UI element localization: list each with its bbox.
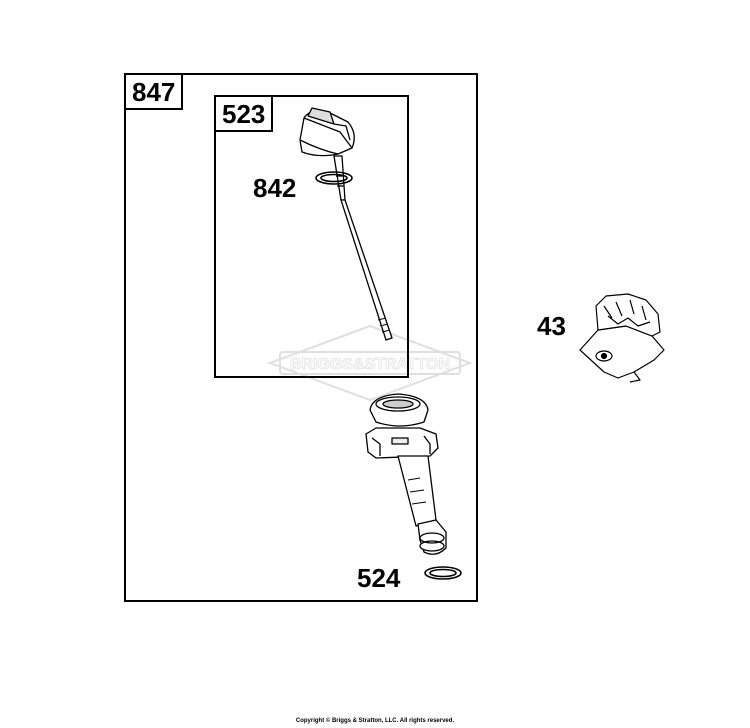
part-842-label[interactable]: 842	[253, 173, 297, 203]
bracket-43-icon[interactable]	[579, 293, 665, 383]
kit-847-tag[interactable]: 847	[124, 73, 184, 110]
dipstick-icon[interactable]	[299, 107, 393, 341]
o-ring-524-icon[interactable]	[424, 566, 462, 580]
dipstick-tube-icon[interactable]	[365, 393, 447, 555]
part-524-label[interactable]: 524	[357, 563, 401, 593]
watermark-text: BRIGGS&STRATTON	[290, 356, 450, 373]
part-43-label[interactable]: 43	[537, 311, 566, 341]
kit-523-box	[214, 95, 409, 378]
o-ring-842-icon[interactable]	[315, 171, 353, 185]
kit-523-tag[interactable]: 523	[214, 95, 274, 132]
watermark-logo: BRIGGS&STRATTON	[267, 324, 473, 402]
kit-847-box	[124, 73, 478, 602]
copyright-notice: Copyright © Briggs & Stratton, LLC. All …	[295, 718, 455, 724]
